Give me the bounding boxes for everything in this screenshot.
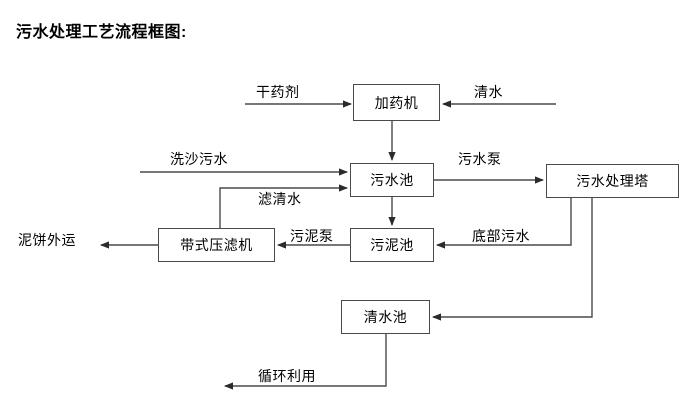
node-belt-filter-press-label: 带式压滤机 [180,237,253,253]
wire-tower-to-clean-pool [432,198,593,321]
node-dosing-machine[interactable]: 加药机 [353,84,440,121]
node-sludge-pool[interactable]: 污泥池 [350,228,434,262]
wire-clean-pool-recycle [224,334,387,390]
edge-label-sludge-pump: 污泥泵 [290,228,334,244]
node-treatment-tower-label: 污水处理塔 [576,173,649,189]
edge-label-bottom-sewage: 底部污水 [472,228,530,244]
edge-label-filtrate: 滤清水 [258,191,302,207]
terminal-sand-wash-sewage: 洗沙污水 [170,151,228,167]
node-sewage-pool[interactable]: 污水池 [350,163,434,197]
wire-tower-bottom-to-sludge-pool [436,198,572,249]
edge-label-recycle-reuse: 循环利用 [258,368,316,384]
node-clean-water-pool[interactable]: 清水池 [341,300,430,334]
page-title: 污水处理工艺流程框图: [16,24,187,41]
node-sludge-pool-label: 污泥池 [370,237,414,253]
node-sewage-pool-label: 污水池 [370,172,414,188]
wire-filtrate-to-sewage-pool [219,184,348,228]
node-dosing-machine-label: 加药机 [374,94,419,111]
node-belt-filter-press[interactable]: 带式压滤机 [158,228,275,262]
node-treatment-tower[interactable]: 污水处理塔 [546,164,679,198]
terminal-dry-agent: 干药剂 [256,84,300,100]
terminal-clear-water: 清水 [474,84,503,100]
edge-label-sewage-pump: 污水泵 [458,151,502,167]
node-clean-water-pool-label: 清水池 [363,309,408,325]
terminal-mud-cake-transport: 泥饼外运 [18,232,76,248]
